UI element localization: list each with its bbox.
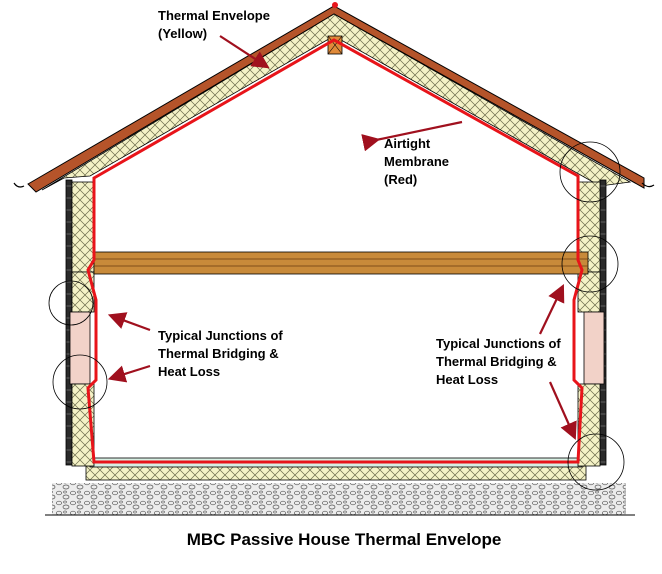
junction-circle bbox=[52, 354, 108, 410]
junction-circle bbox=[561, 235, 619, 293]
right-window bbox=[583, 311, 605, 385]
ridge-finial bbox=[332, 2, 338, 8]
gutter-left bbox=[13, 182, 25, 188]
airtight-membrane bbox=[86, 38, 584, 464]
arrow-airtight bbox=[361, 120, 463, 152]
label-line: Thermal Envelope bbox=[158, 8, 270, 23]
arrow-right-junction-2 bbox=[548, 381, 577, 441]
roof-insulation bbox=[41, 13, 632, 191]
junction-circle bbox=[48, 280, 94, 326]
arrow-left-junction-2 bbox=[107, 364, 151, 383]
label-junctions-right: Typical Junctions of Thermal Bridging & … bbox=[436, 336, 564, 387]
label-airtight: Airtight Membrane (Red) bbox=[384, 136, 453, 187]
label-junctions-left: Typical Junctions of Thermal Bridging & … bbox=[158, 328, 286, 379]
label-line: Heat Loss bbox=[158, 364, 220, 379]
label-line: Thermal Bridging & bbox=[158, 346, 279, 361]
label-line: Airtight bbox=[384, 136, 431, 151]
label-line: Typical Junctions of bbox=[158, 328, 283, 343]
arrow-thermal-envelope bbox=[219, 35, 270, 69]
label-thermal-envelope: Thermal Envelope (Yellow) bbox=[158, 8, 274, 41]
right-wall-insulation-lower bbox=[577, 383, 601, 467]
gutter-right bbox=[641, 182, 655, 188]
diagram-caption: MBC Passive House Thermal Envelope bbox=[187, 530, 502, 549]
label-line: Heat Loss bbox=[436, 372, 498, 387]
floor-joist bbox=[93, 251, 589, 275]
label-line: Thermal Bridging & bbox=[436, 354, 557, 369]
arrow-left-junction-1 bbox=[107, 312, 151, 332]
junction-circle bbox=[559, 141, 621, 203]
left-wall-insulation-upper bbox=[71, 181, 95, 273]
floor-insulation bbox=[85, 465, 587, 481]
label-line: Membrane bbox=[384, 154, 449, 169]
label-line: Typical Junctions of bbox=[436, 336, 561, 351]
junction-circle bbox=[567, 433, 625, 491]
arrow-right-junction-1 bbox=[539, 284, 565, 335]
label-line: (Red) bbox=[384, 172, 417, 187]
gravel-ground bbox=[52, 483, 626, 515]
label-line: (Yellow) bbox=[158, 26, 207, 41]
